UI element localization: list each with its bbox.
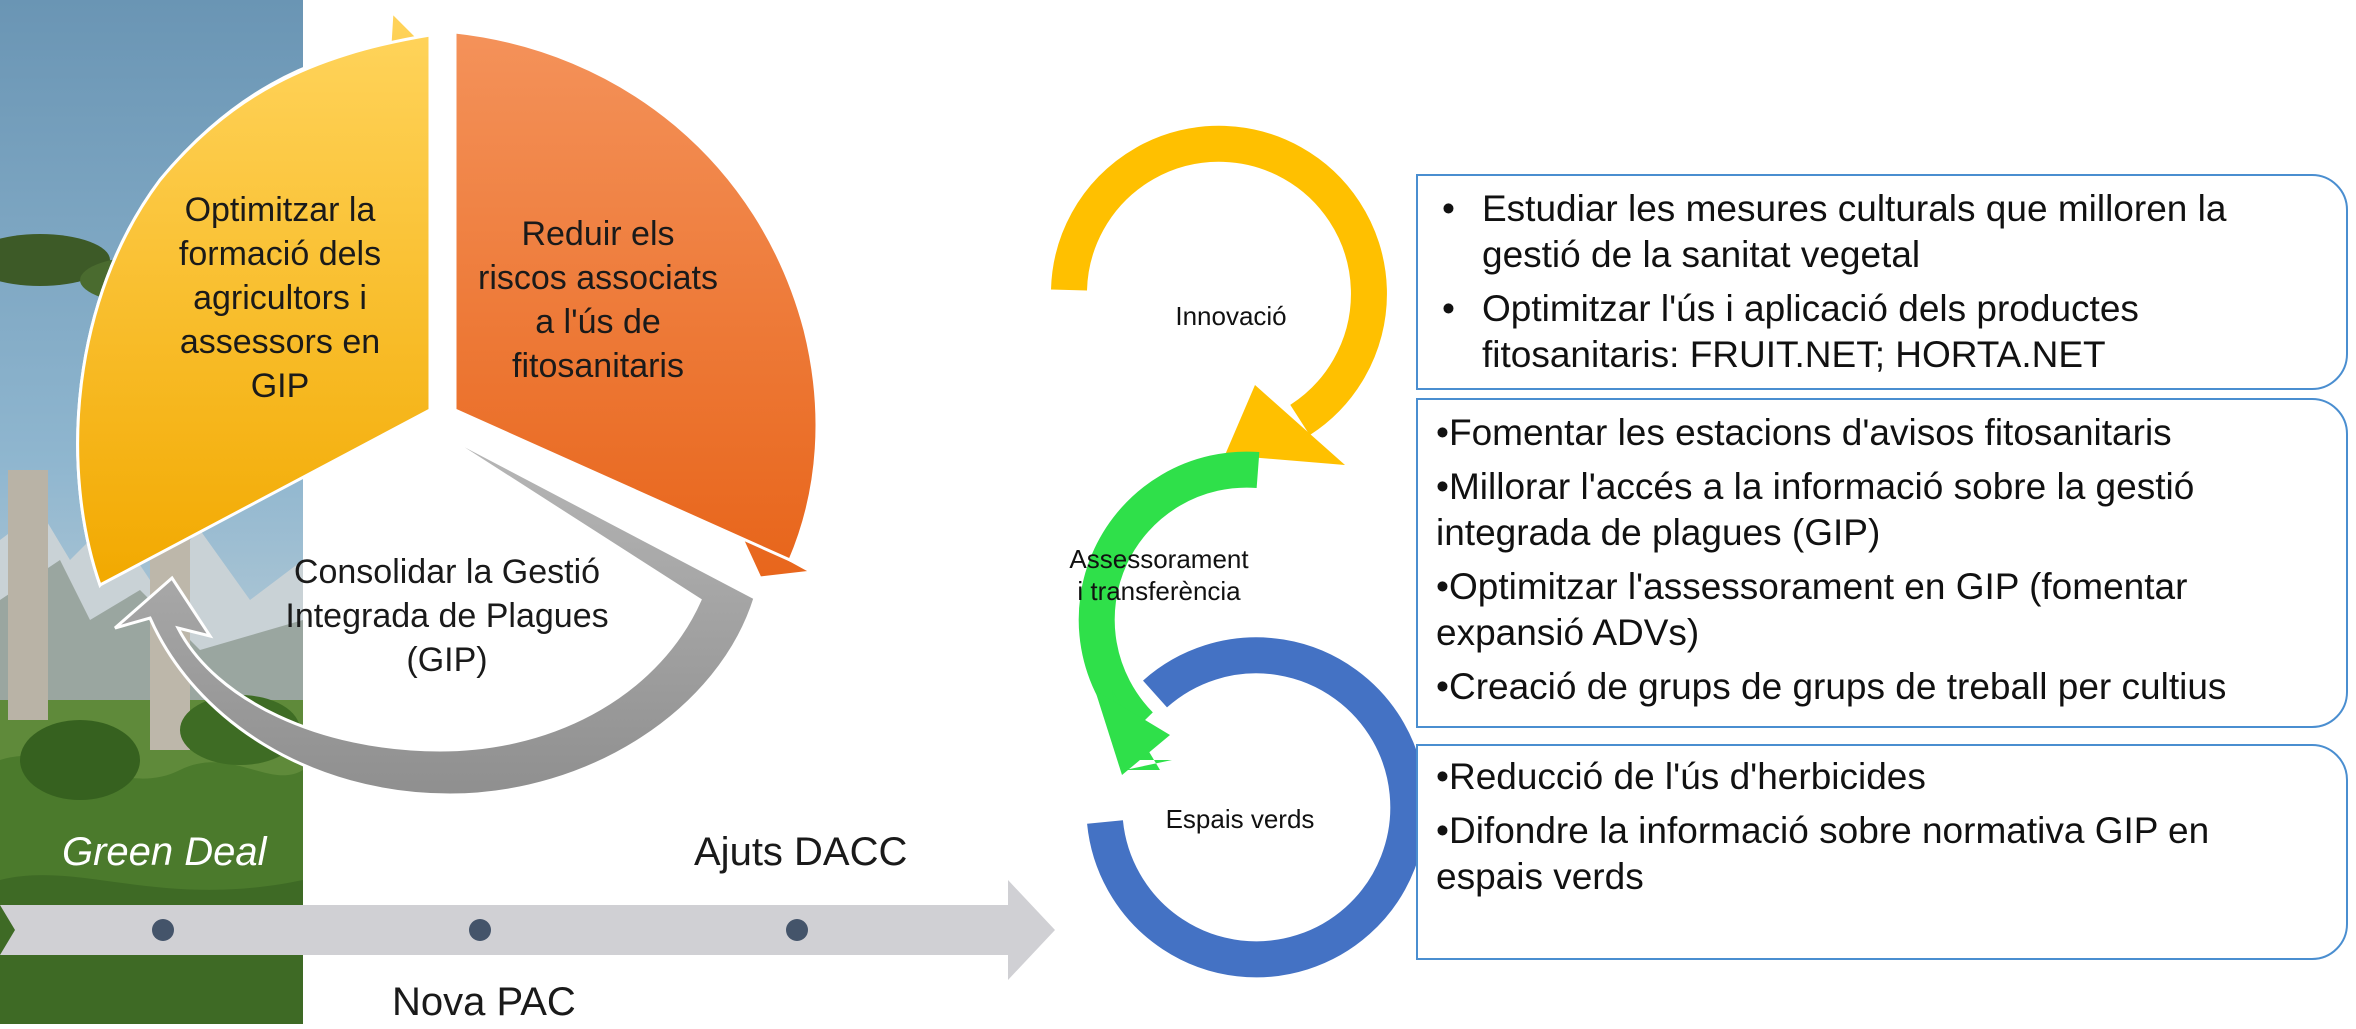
box-innovacio: •Estudiar les mesures culturals que mill… [1416,174,2348,390]
process-rings: Innovació Assessorament i transferència … [1051,125,1427,978]
ring-espais-verds [1087,637,1427,978]
cycle-label-gip: Consolidar la Gestió Integrada de Plague… [285,553,609,679]
ring-label-espais-verds: Espais verds [1166,804,1315,834]
box-espais-verds: •Reducció de l'ús d'herbicides •Difondre… [1416,744,2348,960]
cycle-segment-orange-body [453,30,819,562]
ring-label-assessorament-1: Assessorament [1069,544,1249,574]
list-item: •Millorar l'accés a la informació sobre … [1436,466,2195,553]
timeline-label-nova-pac: Nova PAC [392,980,576,1024]
ring-assessorament [1078,451,1260,738]
ring-label-assessorament-2: i transferència [1077,576,1241,606]
list-item: •Creació de grups de grups de treball pe… [1436,666,2227,707]
ring-innovacio-arrowhead [1225,385,1345,465]
cycle-segment-gray [114,428,757,797]
timeline [0,880,1055,980]
timeline-dot-green-deal [152,919,174,941]
timeline-label-green-deal: Green Deal [62,830,267,874]
ring-label-innovacio: Innovació [1175,301,1286,331]
timeline-arrow [0,880,1055,980]
list-item: •Optimitzar l'assessorament en GIP (fome… [1436,566,2188,653]
timeline-dot-nova-pac [469,919,491,941]
cycle-label-formacio: Optimitzar la formació dels agricultors … [178,191,382,405]
timeline-label-ajuts: Ajuts DACC [694,830,908,874]
list-item: •Difondre la informació sobre normativa … [1436,810,2210,897]
ring-innovacio [1051,125,1387,436]
cycle-segment-yellow-body [76,33,432,588]
cycle-diagram: Optimitzar la formació dels agricultors … [76,8,819,797]
timeline-dot-ajuts [786,919,808,941]
list-item: •Fomentar les estacions d'avisos fitosan… [1436,412,2172,453]
list-item: •Reducció de l'ús d'herbicides [1436,756,1926,797]
box-assessorament: •Fomentar les estacions d'avisos fitosan… [1416,398,2348,728]
cycle-label-riscos: Reduir els riscos associats a l'ús de fi… [478,215,718,385]
list-item: •Estudiar les mesures culturals que mill… [1442,188,2227,275]
list-item: •Optimitzar l'ús i aplicació dels produc… [1442,288,2139,375]
